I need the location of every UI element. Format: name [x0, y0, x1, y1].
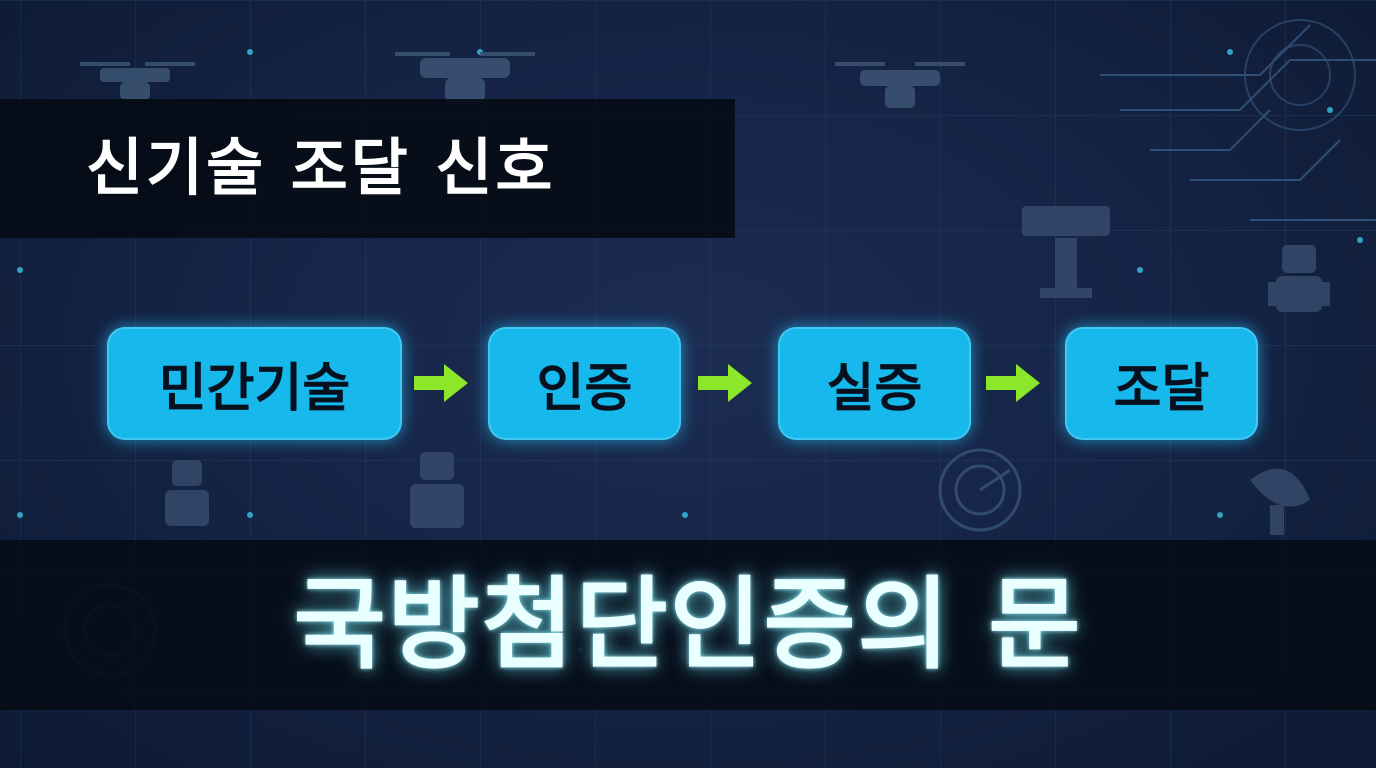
satellite-dish-icon	[1250, 468, 1310, 535]
drone-icon	[80, 62, 195, 100]
arrow-right-icon	[414, 364, 468, 402]
step-private-tech: 민간기술	[107, 327, 402, 440]
drone-icon	[395, 52, 535, 102]
arrow-right-icon	[986, 364, 1040, 402]
step-certification: 인증	[488, 327, 681, 440]
step-procurement: 조달	[1065, 327, 1258, 440]
drone-icon	[835, 62, 965, 108]
page-title: 신기술 조달 신호	[86, 131, 556, 204]
robot-icon	[1268, 245, 1330, 312]
title-banner	[0, 99, 735, 238]
arrow-right-icon	[698, 364, 752, 402]
server-icon	[1022, 206, 1110, 298]
robot-icon	[165, 460, 209, 526]
headline: 국방첨단인증의 문	[293, 566, 1083, 683]
step-demonstration: 실증	[778, 327, 971, 440]
headline-banner	[0, 540, 1376, 710]
robot-icon	[410, 452, 464, 528]
radar-icon	[938, 448, 1022, 532]
